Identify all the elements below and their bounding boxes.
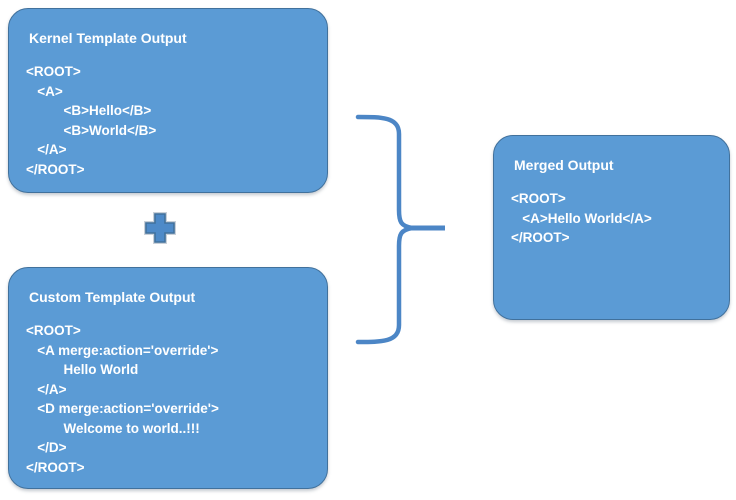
custom-template-output-box: Custom Template Output <ROOT> <A merge:a… <box>8 267 328 489</box>
custom-box-title: Custom Template Output <box>29 289 196 305</box>
custom-box-code: <ROOT> <A merge:action='override'> Hello… <box>26 323 219 475</box>
merged-box-code: <ROOT> <A>Hello World</A> </ROOT> <box>511 191 652 245</box>
kernel-box-title: Kernel Template Output <box>29 30 187 46</box>
merged-output-box: Merged Output <ROOT> <A>Hello World</A> … <box>493 135 730 320</box>
merged-box-title: Merged Output <box>514 157 614 173</box>
plus-icon <box>144 212 176 244</box>
kernel-template-output-box: Kernel Template Output <ROOT> <A> <B>Hel… <box>8 8 328 193</box>
kernel-box-code: <ROOT> <A> <B>Hello</B> <B>World</B> </A… <box>26 64 157 177</box>
right-curly-brace-icon <box>355 114 445 345</box>
